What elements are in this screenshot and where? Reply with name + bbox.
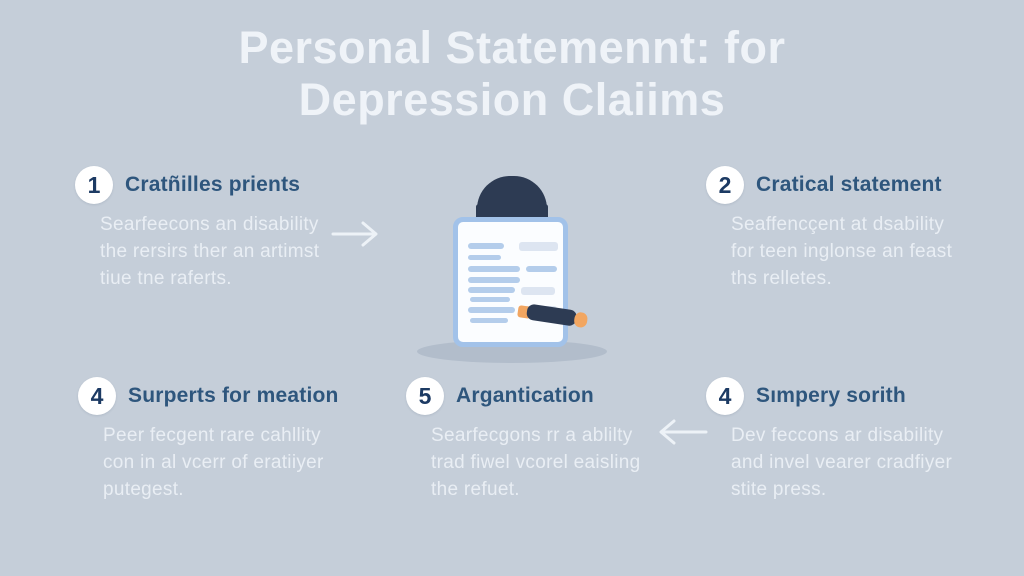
- step-number-badge: 5: [406, 377, 444, 415]
- step-number-badge: 4: [706, 377, 744, 415]
- step-description: Dev feccons ar disability and invel vear…: [731, 425, 953, 500]
- step-heading: Argantication: [456, 384, 594, 407]
- step-heading: Surperts for meation: [128, 384, 339, 407]
- step-description: Peer fecgent rare cahllity con in al vce…: [103, 425, 324, 500]
- step-item-2: 2 Cratical statement Seaffencçent at dsa…: [706, 166, 1016, 292]
- step-heading: Cratical statement: [756, 173, 942, 196]
- step-item-4: 5 Argantication Searfecgons rr a ablilty…: [406, 377, 666, 503]
- document-text-line: [468, 307, 515, 313]
- step-heading: Cratñilles prients: [125, 173, 301, 196]
- page-title-line-2: Depression Claiims: [298, 74, 726, 125]
- document-text-line: [468, 243, 504, 249]
- document-text-line: [470, 318, 508, 323]
- document-text-line: [521, 287, 555, 295]
- step-number-badge: 2: [706, 166, 744, 204]
- page-title: Personal Statemennt: for Depression Clai…: [0, 22, 1024, 126]
- page-title-line-1: Personal Statemennt: for: [238, 22, 786, 73]
- step-heading: Sımpery sorith: [756, 384, 906, 407]
- document-text-line: [526, 266, 557, 272]
- document-text-line: [468, 255, 501, 260]
- step-item-3: 4 Surperts for meation Peer fecgent rare…: [78, 377, 388, 503]
- left-arrow-icon: [659, 419, 708, 445]
- step-description: Searfecgons rr a ablilty trad fiwel vcor…: [431, 425, 641, 500]
- step-number-badge: 1: [75, 166, 113, 204]
- document-text-line: [468, 266, 520, 272]
- document-text-line: [519, 242, 558, 251]
- step-description: Searfeecons an disability the rersirs th…: [100, 214, 320, 289]
- right-arrow-icon: [331, 221, 378, 247]
- step-item-1: 1 Cratñilles prients Searfeecons an disa…: [75, 166, 385, 292]
- step-number-badge: 4: [78, 377, 116, 415]
- document-text-line: [470, 297, 510, 302]
- step-item-5: 4 Sımpery sorith Dev feccons ar disabili…: [706, 377, 1016, 503]
- hand-on-pen: [573, 311, 589, 329]
- document-text-line: [468, 287, 515, 293]
- step-description: Seaffencçent at dsability for teen inglo…: [731, 214, 953, 289]
- document-text-line: [468, 277, 520, 283]
